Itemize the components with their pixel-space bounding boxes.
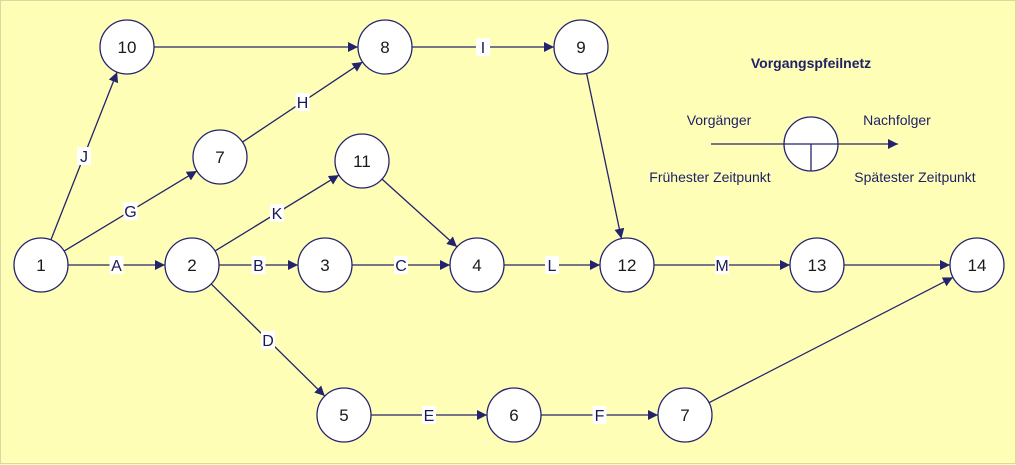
event-node-label: 7: [680, 406, 689, 425]
event-node-circle: [297, 237, 353, 293]
event-node-circle: [334, 133, 390, 189]
event-node-circle: [99, 19, 155, 75]
event-node-label: 4: [472, 256, 481, 275]
event-node-n14: 14: [949, 237, 1005, 293]
edge-label-bg: [123, 202, 138, 220]
arrow-n11-n4: [381, 178, 458, 248]
edge-label-bg: [295, 93, 310, 111]
event-node-label: 3: [320, 256, 329, 275]
activity-label-B: B: [253, 258, 264, 275]
edge-label-bg: [715, 256, 729, 274]
event-node-circle: [789, 237, 845, 293]
activity-label-J: J: [80, 149, 88, 166]
edges-layer: [50, 42, 954, 420]
legend-predecessor-label: Vorgänger: [687, 112, 752, 128]
activity-label-L: L: [548, 258, 557, 275]
legend-earliest-label: Frühester Zeitpunkt: [649, 169, 770, 185]
event-node-label: 6: [509, 406, 518, 425]
event-node-label: 5: [339, 406, 348, 425]
event-node-circle: [164, 237, 220, 293]
event-node-n11: 11: [334, 133, 390, 189]
activity-label-K: K: [272, 206, 283, 223]
event-node-circle: [449, 237, 505, 293]
edge-label-bg: [394, 256, 408, 274]
event-node-label: 9: [576, 38, 585, 57]
event-node-n2: 2: [164, 237, 220, 293]
legend-node-symbol: [783, 116, 839, 172]
event-node-circle: [13, 237, 69, 293]
edge-label-bg: [592, 406, 607, 424]
edge-labels-layer: J I G H A K B C L M D E F: [77, 38, 729, 425]
activity-label-G: G: [124, 204, 136, 221]
event-node-label: 14: [968, 256, 987, 275]
activity-label-D: D: [262, 333, 274, 350]
legend-latest-label: Spätester Zeitpunkt: [854, 169, 976, 185]
arrow-n7b-n14: [708, 276, 954, 404]
event-node-n4: 4: [449, 237, 505, 293]
nodes-layer: 1 10 8 9 7 11 2 3 4 12 13 14 5 6 7: [13, 19, 1005, 443]
edge-label-bg: [109, 256, 124, 274]
event-node-label: 8: [380, 38, 389, 57]
edge-label-bg: [476, 38, 490, 56]
legend: Vorgangspfeilnetz Vorgänger Nachfolger F…: [649, 55, 976, 185]
edge-label-bg: [270, 204, 284, 222]
event-node-circle: [316, 387, 372, 443]
event-node-n1: 1: [13, 237, 69, 293]
activity-label-H: H: [297, 95, 309, 112]
event-node-circle: [949, 237, 1005, 293]
edge-label-bg: [545, 256, 559, 274]
event-node-label: 13: [808, 256, 827, 275]
event-node-n12: 12: [599, 237, 655, 293]
event-node-n8: 8: [357, 19, 413, 75]
arrow-n9-n12: [585, 73, 625, 239]
event-node-circle: [192, 129, 248, 185]
legend-title: Vorgangspfeilnetz: [751, 55, 871, 71]
event-node-label: 2: [187, 256, 196, 275]
activity-label-C: C: [395, 258, 407, 275]
event-node-label: 1: [36, 256, 45, 275]
event-node-n5: 5: [316, 387, 372, 443]
edge-label-bg: [261, 331, 275, 349]
event-node-n7a: 7: [192, 129, 248, 185]
event-node-n6: 6: [486, 387, 542, 443]
event-node-label: 10: [118, 38, 137, 57]
event-node-circle: [657, 387, 713, 443]
event-node-label: 12: [618, 256, 637, 275]
event-node-n10: 10: [99, 19, 155, 75]
event-node-n13: 13: [789, 237, 845, 293]
event-node-circle: [486, 387, 542, 443]
event-node-label: 11: [353, 152, 371, 171]
event-node-n9: 9: [553, 19, 609, 75]
activity-label-E: E: [424, 408, 435, 425]
activity-label-A: A: [111, 258, 122, 275]
edge-label-bg: [77, 147, 91, 165]
edge-label-bg: [251, 256, 266, 274]
legend-successor-label: Nachfolger: [863, 112, 931, 128]
event-node-circle: [553, 19, 609, 75]
event-node-n3: 3: [297, 237, 353, 293]
event-node-label: 7: [215, 148, 224, 167]
event-node-circle: [357, 19, 413, 75]
event-node-n7b: 7: [657, 387, 713, 443]
activity-label-F: F: [595, 408, 605, 425]
activity-label-M: M: [715, 258, 728, 275]
edge-label-bg: [422, 406, 436, 424]
activity-label-I: I: [481, 40, 485, 57]
event-node-circle: [599, 237, 655, 293]
